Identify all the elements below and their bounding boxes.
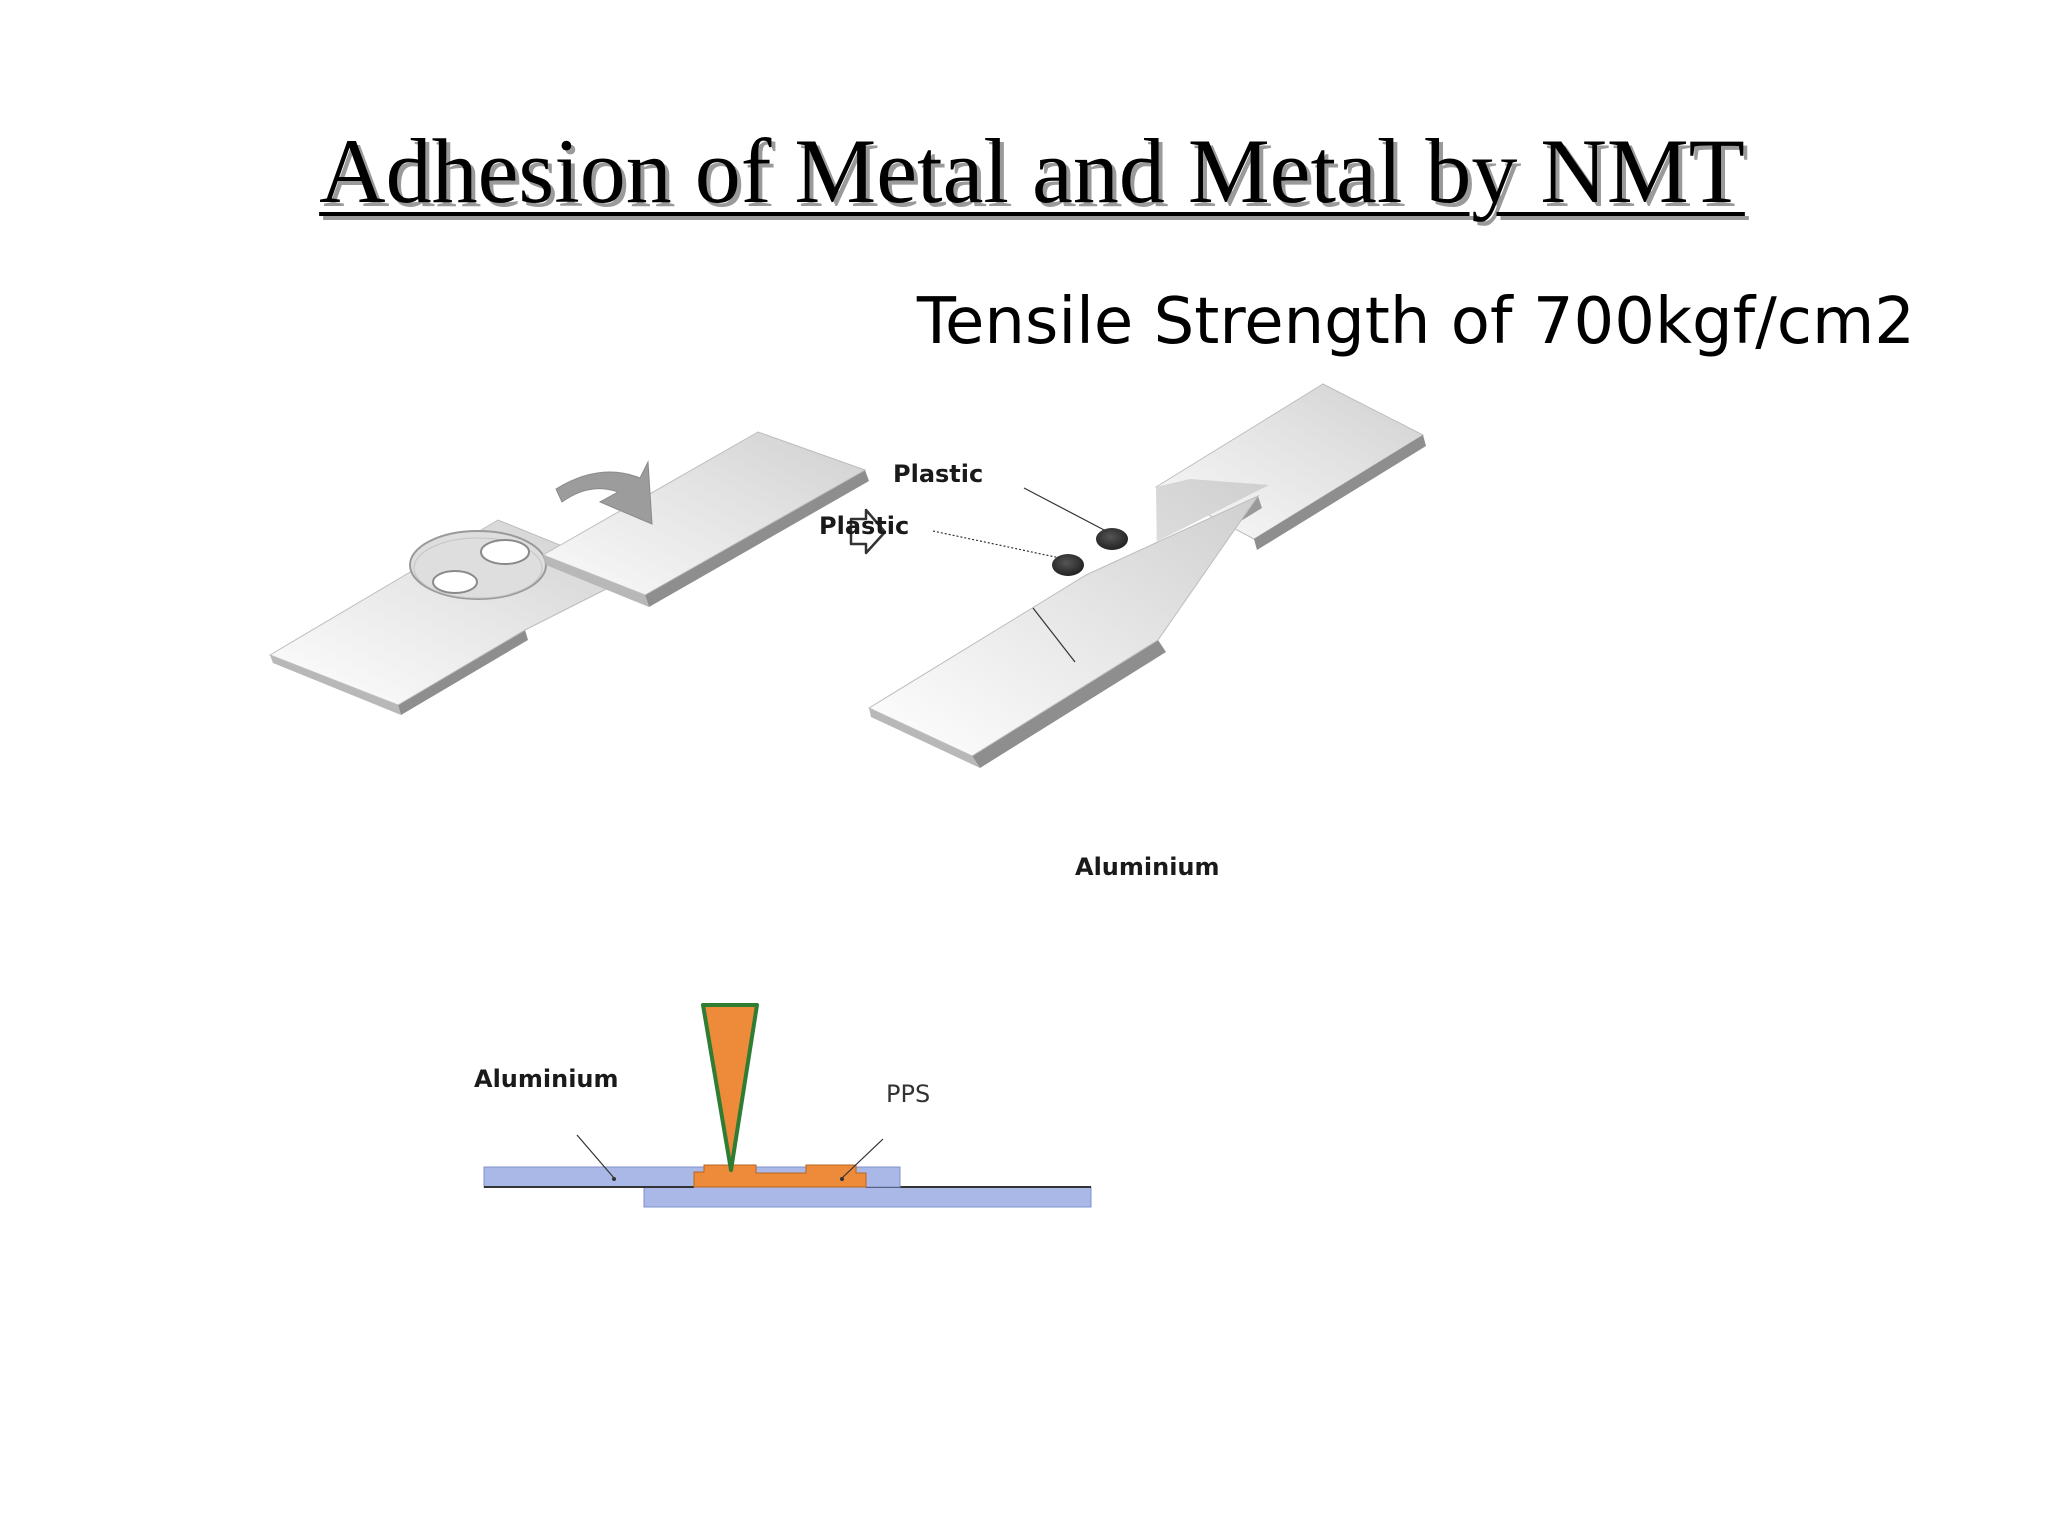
injection-nozzle-icon <box>701 1003 759 1172</box>
aluminium-plate <box>541 431 869 607</box>
holed-aluminium-plate <box>268 519 636 715</box>
curved-arrow-icon <box>555 460 653 525</box>
slide-subtitle: Tensile Strength of 700kgf/cm2 <box>916 285 1915 359</box>
label-aluminium-section: Aluminium <box>474 1065 619 1093</box>
label-plastic-upper: Plastic <box>893 460 983 488</box>
lower-aluminium-sheet <box>643 1186 1092 1208</box>
joined-assembly <box>867 383 1426 768</box>
pps-resin <box>693 1164 867 1188</box>
plate-hole-2 <box>432 570 478 594</box>
plastic-dot-2 <box>1052 554 1084 576</box>
plate-hole-1 <box>480 539 530 565</box>
plastic-dot-1 <box>1096 528 1128 550</box>
slide-title: Adhesion of Metal and Metal by NMT <box>319 120 1745 222</box>
label-plastic-lower: Plastic <box>819 512 909 540</box>
stage-arrow-icon <box>849 508 887 555</box>
label-pps: PPS <box>886 1080 930 1108</box>
cross-section <box>483 1003 1092 1208</box>
label-aluminium-top: Aluminium <box>1075 853 1220 881</box>
